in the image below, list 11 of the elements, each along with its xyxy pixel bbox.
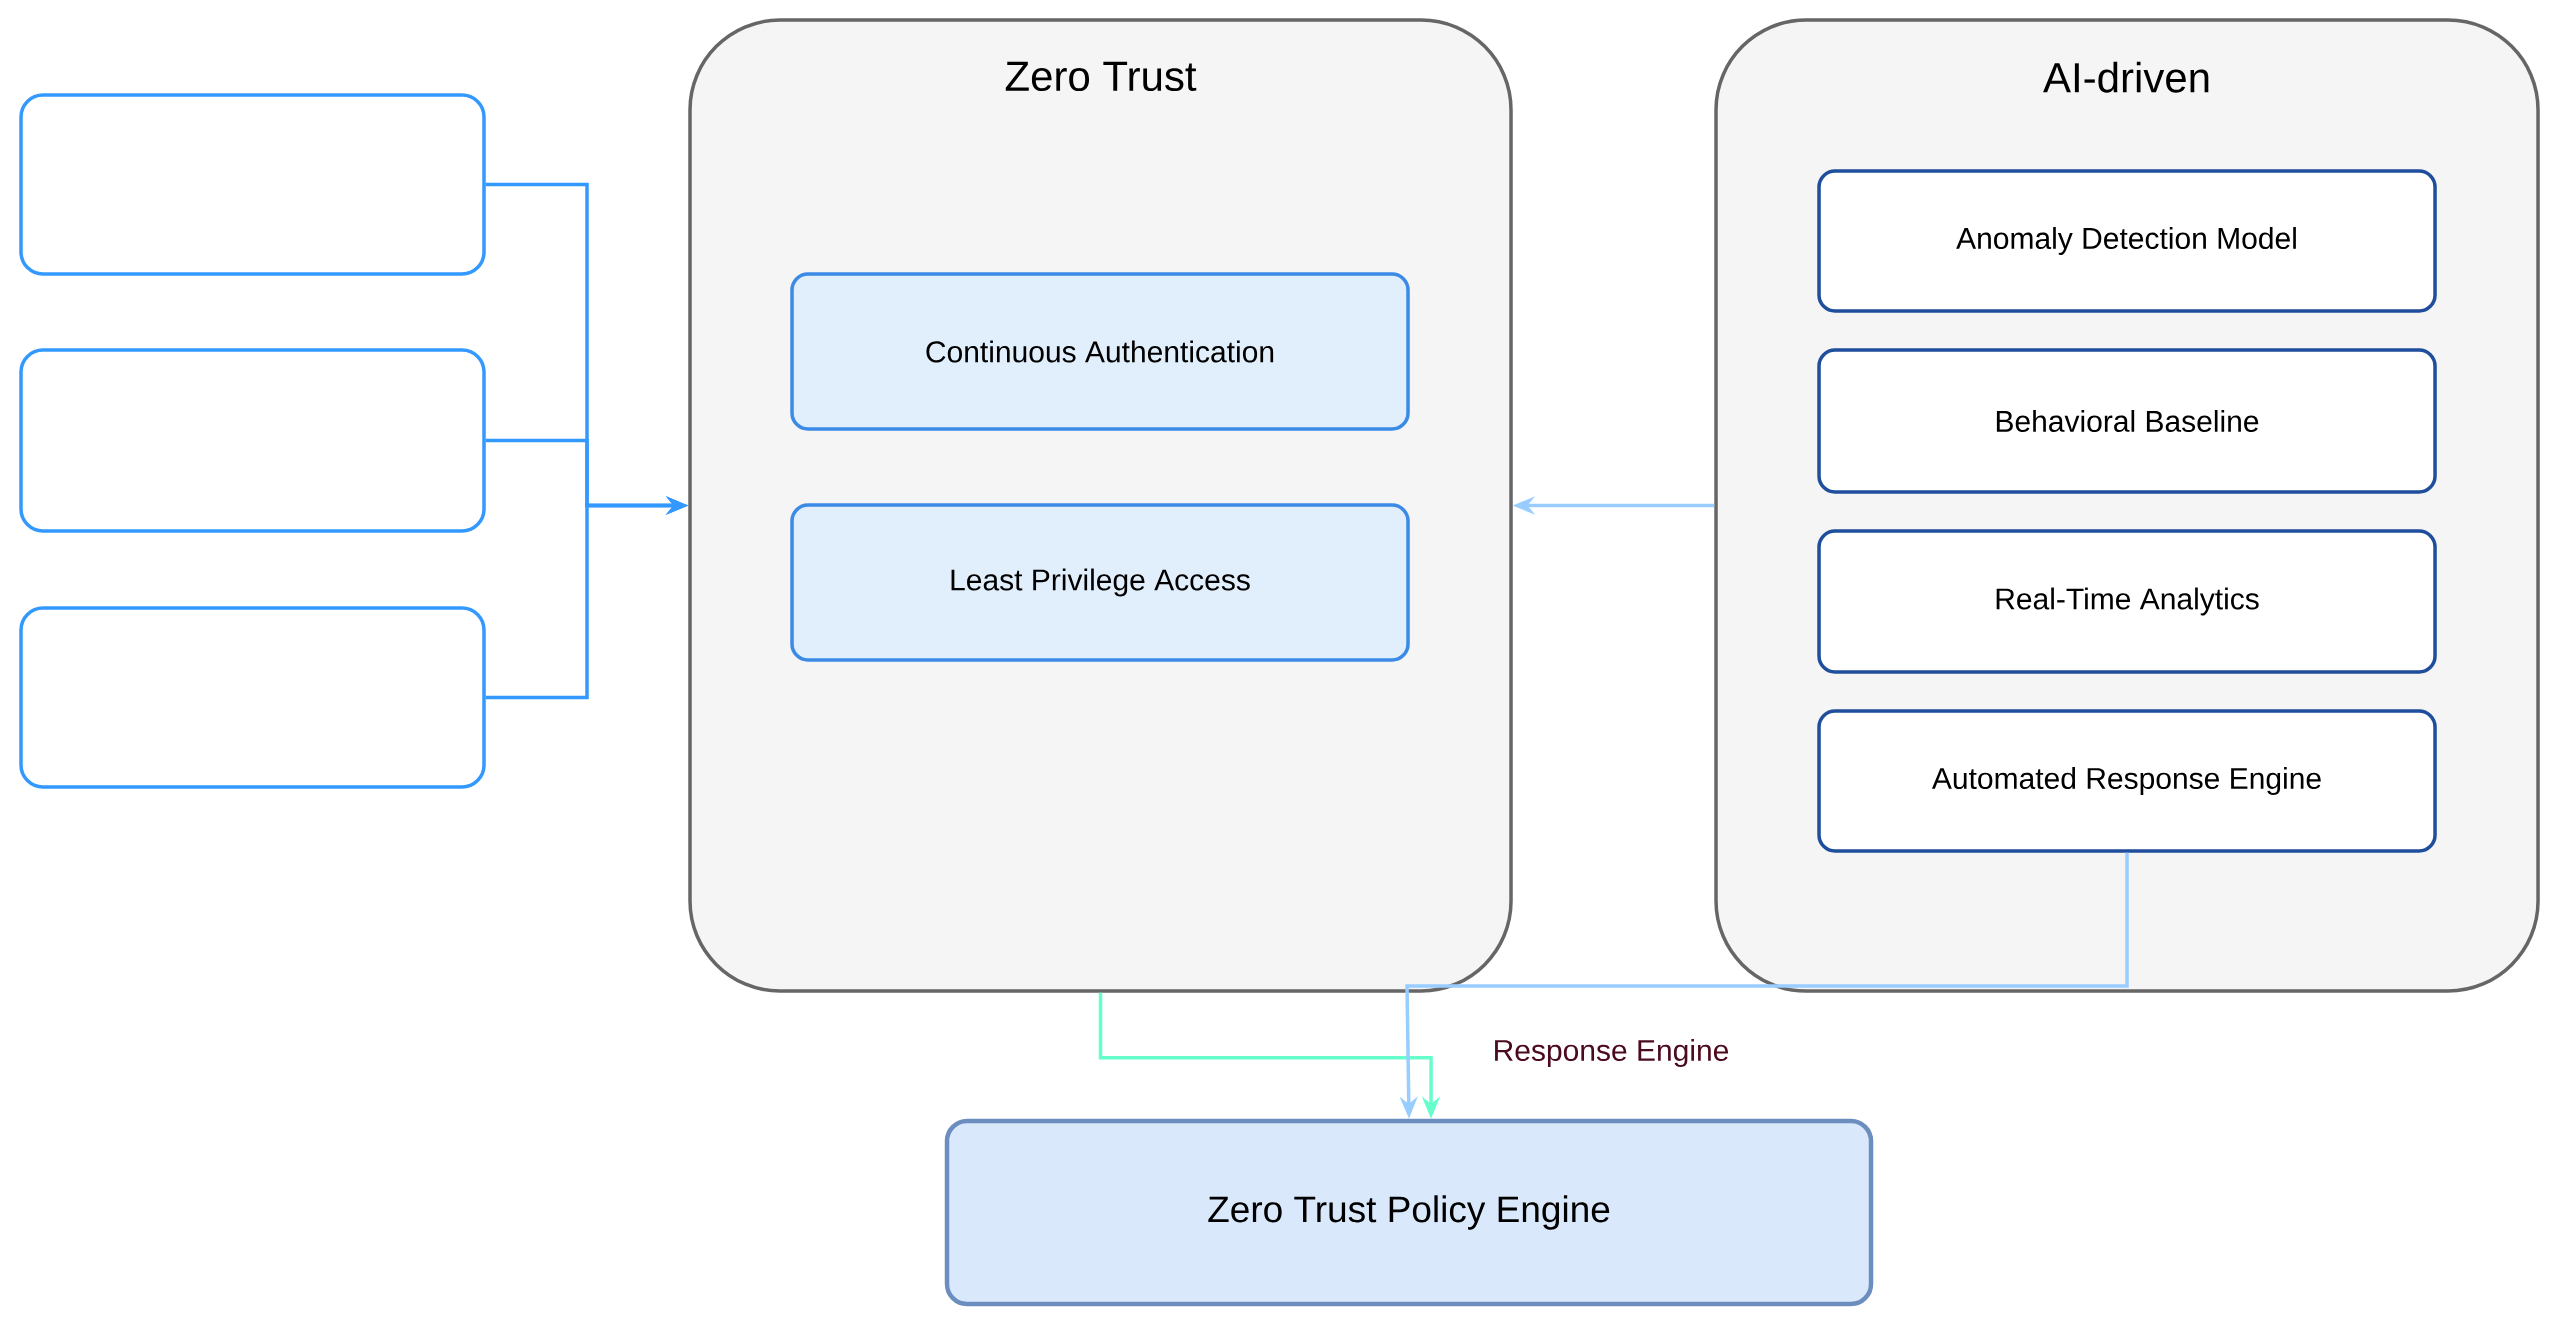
process-box: Continuous Authentication [790,272,1410,431]
cloud-box [19,93,486,276]
process-box: Behavioral Baseline [1817,348,2437,494]
process-box: Real-Time Analytics [1817,529,2437,674]
process-box: Automated Response Engine [1817,709,2437,853]
process-box: Anomaly Detection Model [1817,169,2437,313]
cloud-box [19,348,486,533]
cloud-box [19,606,486,789]
edge-label: Response Engine [1489,1036,1733,1070]
engine-box: Zero Trust Policy Engine [944,1118,1874,1307]
process-box: Least Privilege Access [790,503,1410,662]
